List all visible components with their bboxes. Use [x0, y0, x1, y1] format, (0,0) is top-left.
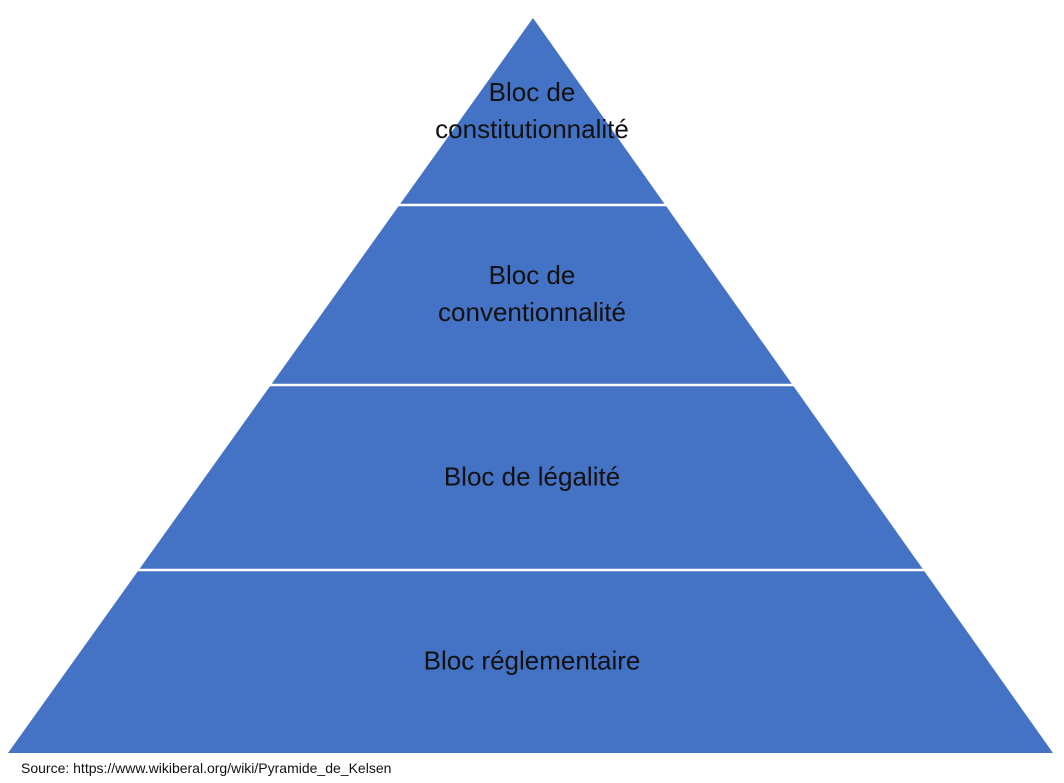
- source-caption: Source: https://www.wikiberal.org/wiki/P…: [21, 760, 392, 776]
